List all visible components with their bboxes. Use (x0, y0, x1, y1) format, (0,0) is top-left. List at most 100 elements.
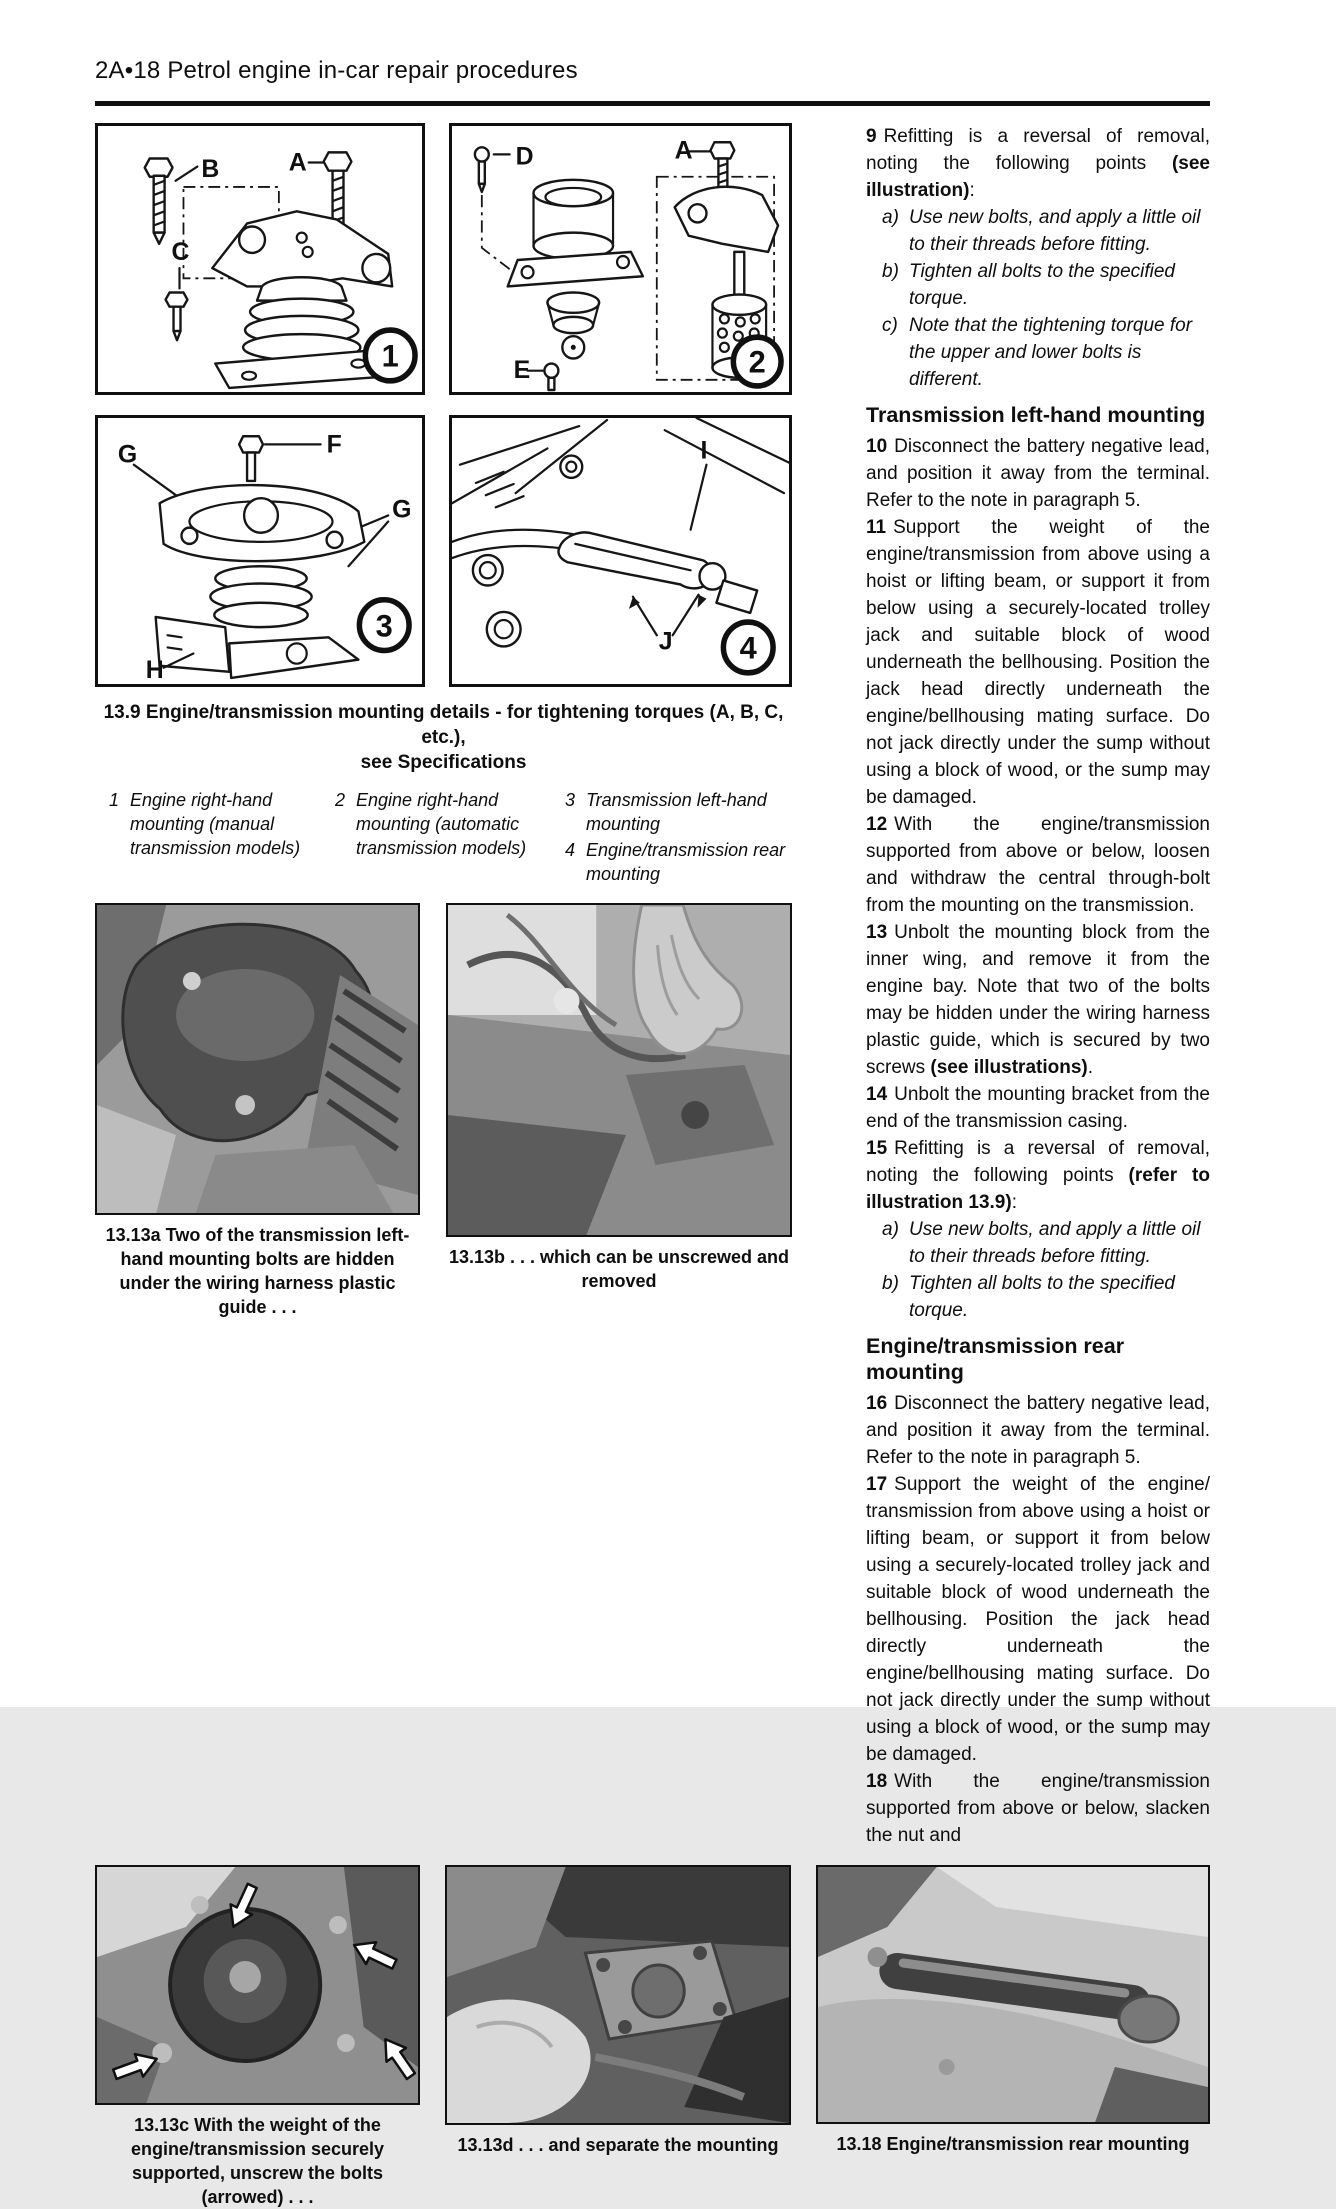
legend-text: Transmission left-hand mounting (586, 790, 767, 834)
engine-mounting-diagram-1: B A (143, 148, 418, 390)
panel3-number: 3 (376, 608, 393, 643)
panel2-number: 2 (749, 344, 766, 379)
bolt-icon (322, 151, 353, 245)
panel4-number: 4 (740, 630, 758, 665)
panel4-label-J: J (659, 627, 673, 655)
legend-item-3: 3 Transmission left-hand mounting (565, 788, 806, 836)
panel1-label-A: A (289, 148, 307, 176)
legend-num: 1 (109, 790, 120, 810)
panel2-label-D: D (516, 142, 534, 170)
mount-icon (158, 483, 366, 629)
engine-mounting-diagram-4: I J 4 (452, 418, 789, 676)
mount-cup-icon (506, 178, 645, 360)
panel3-label-F: F (327, 430, 342, 458)
engine-mounting-diagram-2: D (473, 136, 784, 392)
legend-text: Engine right-hand mounting (automatic tr… (356, 790, 527, 858)
bracket-icon (211, 210, 394, 288)
panel2-label-E: E (514, 356, 531, 384)
legend-text: Engine/transmission rear mounting (586, 840, 786, 884)
photo-13-13c (95, 1865, 420, 2105)
list-item-15b: b)Tighten all bolts to the specified tor… (882, 1273, 1175, 1321)
manual-page: 2A•18 Petrol engine in-car repair proced… (95, 57, 1210, 2207)
legend-num: 3 (565, 790, 576, 810)
photo-13-13d-image (447, 1867, 789, 2123)
panel3-label-G2: G (392, 495, 411, 523)
mount-icon (214, 276, 398, 390)
legend-text: Engine right-hand mounting (manual trans… (130, 790, 301, 858)
list-item-15a: a)Use new bolts, and apply a little oil … (882, 1219, 1201, 1267)
step-number: 9 (866, 126, 877, 147)
photo-row-1: 13.13a Two of the transmission left-hand… (95, 903, 792, 1319)
photo-cell-13-13d: 13.13d . . . and separate the mounting (445, 1865, 791, 2209)
bolt-icon (543, 362, 560, 392)
photo-13-13b-image (448, 905, 790, 1235)
photo-13-13c-caption: 13.13c With the weight of the engine/tra… (130, 2115, 385, 2207)
photo-13-13b (446, 903, 792, 1237)
circled-number (730, 334, 784, 389)
figure-13-9: B A (95, 123, 792, 687)
bracket-icon (154, 615, 360, 680)
page-header-title: 2A•18 Petrol engine in-car repair proced… (95, 57, 578, 84)
photo-13-13d-caption: 13.13d . . . and separate the mounting (457, 2135, 779, 2155)
bolt-icon (473, 146, 490, 194)
photo-cell-13-13b: 13.13b . . . which can be unscrewed and … (446, 903, 792, 1319)
panel3-label-G1: G (118, 440, 137, 468)
photo-cell-13-13a: 13.13a Two of the transmission left-hand… (95, 903, 420, 1319)
photo-row-2: 13.13c With the weight of the engine/tra… (95, 1865, 1210, 2209)
diagram-panel-1: B A (95, 123, 425, 395)
section-heading-rear-mounting: Engine/transmission rear mounting (866, 1334, 1125, 1384)
photo-13-13a-caption: 13.13a Two of the transmission left-hand… (105, 1225, 410, 1317)
legend-column-3: 3 Transmission left-hand mounting 4 Engi… (565, 788, 806, 888)
circled-number (720, 619, 776, 676)
photo-13-13a-image (97, 905, 418, 1213)
diagram-panel-2: D (449, 123, 792, 395)
photo-13-13b-caption: 13.13b . . . which can be unscrewed and … (448, 1247, 790, 1291)
panel3-label-H: H (146, 656, 164, 684)
photo-cell-13-18: 13.18 Engine/transmission rear mounting (816, 1865, 1210, 2209)
figure-legend: 1 Engine right-hand mounting (manual tra… (95, 788, 792, 888)
header-divider (95, 101, 1210, 106)
photo-13-18 (816, 1865, 1210, 2124)
bolt-icon (471, 454, 584, 648)
panel2-label-A: A (675, 136, 693, 164)
section-heading-transmission-left: Transmission left-hand mounting (866, 403, 1206, 427)
legend-item-2: 2 Engine right-hand mounting (automatic … (335, 788, 565, 886)
bracket-icon (673, 185, 780, 296)
panel1-label-C: C (172, 238, 190, 266)
bolt-icon (143, 157, 174, 245)
figure-caption-line2: see Specifications (360, 752, 527, 773)
panel4-label-I: I (701, 436, 708, 464)
list-item-9a: a)Use new bolts, and apply a little oil … (882, 207, 1201, 255)
photo-13-13a (95, 903, 420, 1215)
panel1-label-B: B (201, 155, 219, 183)
figure-caption: 13.9 Engine/transmission mounting detail… (95, 700, 792, 775)
legend-item-1: 1 Engine right-hand mounting (manual tra… (109, 788, 335, 886)
list-item-9b: b)Tighten all bolts to the specified tor… (882, 261, 1175, 309)
engine-mounting-diagram-3: G F G (118, 430, 412, 684)
legend-num: 4 (565, 840, 576, 860)
photo-13-13d (445, 1865, 791, 2125)
content-columns: B A (95, 123, 1210, 1849)
photo-13-18-image (818, 1867, 1208, 2122)
rear-mounting-link-icon (557, 531, 759, 615)
list-item-9c: c)Note that the tightening torque for th… (882, 315, 1193, 390)
left-column: B A (95, 123, 792, 1319)
circled-number (356, 596, 412, 654)
photo-13-13c-image (97, 1867, 418, 2103)
legend-item-4: 4 Engine/transmission rear mounting (565, 838, 806, 886)
photo-13-18-caption: 13.18 Engine/transmission rear mounting (836, 2134, 1190, 2154)
bolt-icon (164, 291, 189, 342)
bolt-icon (237, 435, 265, 483)
panel1-number: 1 (382, 338, 399, 373)
legend-num: 2 (335, 790, 346, 810)
